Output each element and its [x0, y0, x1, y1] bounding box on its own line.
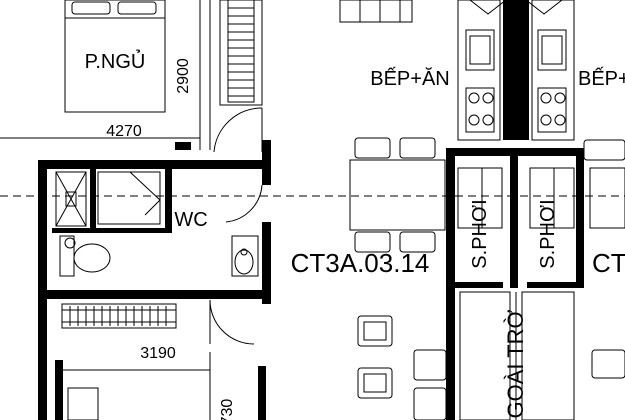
- wc-fixtures: [59, 171, 259, 277]
- technical-shaft: [503, 0, 529, 140]
- basin-bowl-icon: [234, 249, 254, 275]
- shower-drain-icon: [65, 191, 77, 207]
- wardrobe: [219, 0, 263, 106]
- toilet-bowl-icon: [73, 243, 111, 273]
- armchair: [413, 349, 447, 381]
- wall: [258, 366, 266, 420]
- armchair-seat: [363, 321, 387, 341]
- drying-area: [529, 167, 575, 229]
- room-label-drying: S.PHƠI: [537, 199, 559, 268]
- sink-icon: [465, 29, 495, 71]
- dining-table: [589, 167, 625, 229]
- armchair: [357, 315, 393, 347]
- dining-chair: [399, 231, 436, 253]
- shower-tray: [55, 171, 87, 227]
- lower-wardrobe: [61, 303, 211, 420]
- wardrobe-frame: [61, 303, 177, 329]
- kitchen-counter: [531, 0, 575, 141]
- wc-partition: [129, 171, 161, 216]
- armchair-seat: [363, 373, 387, 393]
- wall: [55, 360, 63, 420]
- toilet-tank: [59, 235, 75, 277]
- drying-area: [457, 167, 503, 229]
- room-label-kitchen-dining: BẾP+Ă: [578, 67, 625, 90]
- double-bed: [64, 0, 166, 113]
- outdoor-corridor: [459, 291, 575, 420]
- room-label-kitchen-dining: BẾP+ĂN: [370, 67, 449, 90]
- dimension-bedroom-width: 4270: [106, 123, 142, 140]
- shaft-symbol: [525, 0, 563, 15]
- room-label-outdoor-corridor: NGOÀI TRỜ: [503, 309, 528, 420]
- kitchen-left: [457, 0, 501, 141]
- door-swing: [213, 107, 263, 153]
- room-label-wc: WC: [174, 209, 207, 231]
- door-swing: [225, 184, 263, 223]
- shaft-symbol: [469, 0, 507, 15]
- door-swing: [209, 299, 255, 345]
- basin-tap-icon: [240, 248, 248, 256]
- room-label-drying: S.PHƠI: [469, 199, 491, 268]
- armchair-set: [357, 315, 393, 399]
- armchair: [413, 387, 447, 420]
- kitchen-counter: [457, 0, 501, 141]
- dining-chair: [399, 137, 436, 159]
- wc-zone: [97, 171, 161, 225]
- shower: [55, 171, 87, 227]
- unit-code-label: CT: [592, 248, 625, 278]
- armchair: [357, 367, 393, 399]
- room-label-bedroom: P.NGỦ: [85, 49, 146, 73]
- wardrobe-frame: [219, 0, 263, 106]
- dimension-lower-room-width: 3190: [140, 345, 176, 362]
- wardrobe-hangers: [69, 306, 167, 326]
- dining-table: [349, 159, 446, 231]
- sink-icon: [537, 29, 567, 71]
- bedroom: [0, 0, 211, 150]
- dining-chair: [354, 137, 391, 159]
- armchair: [591, 349, 625, 379]
- dining-chair: [583, 139, 625, 161]
- unit-code-label: CT3A.03.14: [291, 248, 430, 278]
- kitchen-counter: [339, 0, 413, 23]
- wardrobe-rail: [61, 309, 177, 323]
- bed-pillow: [117, 1, 157, 15]
- bed-pillow: [71, 1, 111, 15]
- wardrobe-hangers: [228, 7, 254, 97]
- wardrobe-rail: [227, 0, 255, 103]
- dimension-lower-room-height: 730: [219, 399, 236, 420]
- wash-basin: [231, 235, 259, 277]
- kitchen-right: [531, 0, 575, 141]
- dining-set: [349, 137, 446, 253]
- toilet-flush-icon: [64, 237, 76, 249]
- bed-pillow: [67, 387, 99, 420]
- walls: [446, 148, 584, 420]
- dimension-bedroom-height: 2900: [175, 58, 192, 94]
- dining-chair: [354, 231, 391, 253]
- walls: [38, 140, 271, 420]
